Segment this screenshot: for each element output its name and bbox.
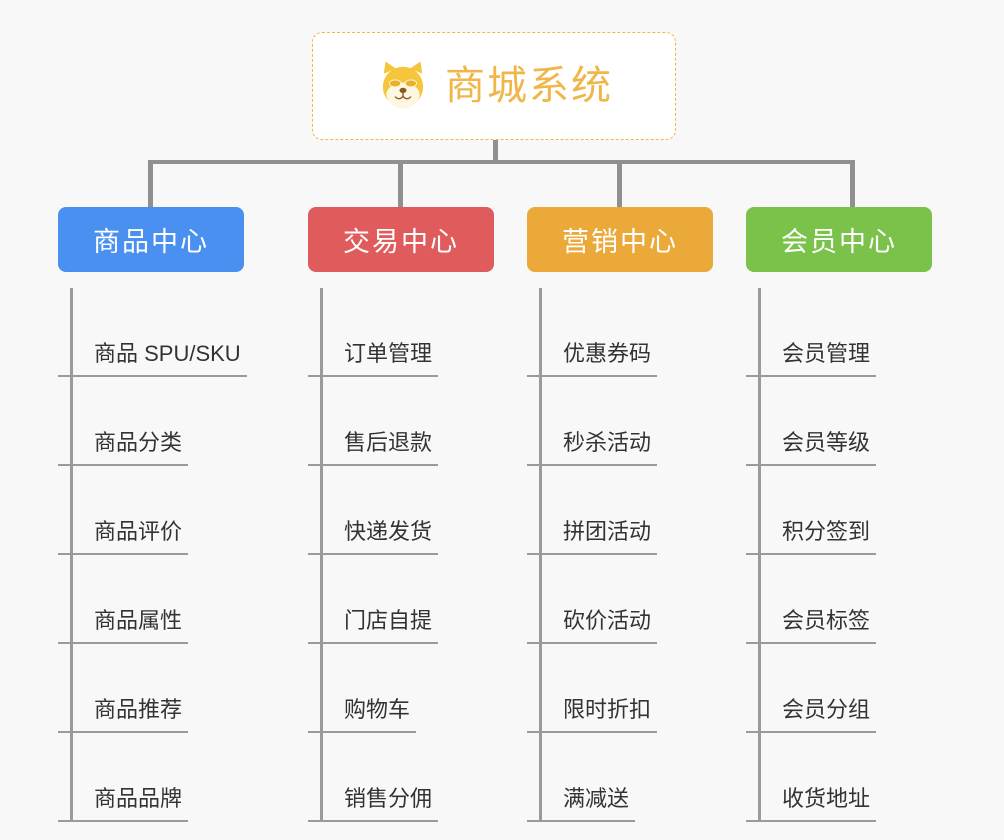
column-member-center: 会员中心 会员管理 会员等级 积分签到 会员标签 会员分组 收货地址 <box>746 207 932 822</box>
list-item-label: 砍价活动 <box>527 610 658 644</box>
column-items-trade-center: 订单管理 售后退款 快递发货 门店自提 购物车 销售分佣 <box>308 288 494 822</box>
list-item[interactable]: 订单管理 <box>308 288 494 377</box>
list-item-label: 售后退款 <box>308 432 439 466</box>
list-item-label: 商品推荐 <box>58 699 189 733</box>
list-item[interactable]: 门店自提 <box>308 555 494 644</box>
list-item-label: 商品分类 <box>58 432 189 466</box>
column-spine <box>320 288 323 822</box>
list-item-label: 会员等级 <box>746 432 877 466</box>
list-item-label: 优惠券码 <box>527 343 658 377</box>
list-item[interactable]: 限时折扣 <box>527 644 713 733</box>
list-item[interactable]: 会员标签 <box>746 555 932 644</box>
list-item[interactable]: 商品品牌 <box>58 733 244 822</box>
list-item-label: 会员标签 <box>746 610 877 644</box>
column-spine <box>70 288 73 822</box>
list-item[interactable]: 销售分佣 <box>308 733 494 822</box>
column-items-marketing-center: 优惠券码 秒杀活动 拼团活动 砍价活动 限时折扣 满减送 <box>527 288 713 822</box>
column-trade-center: 交易中心 订单管理 售后退款 快递发货 门店自提 购物车 销售分佣 <box>308 207 494 822</box>
column-spine <box>539 288 542 822</box>
column-product-center: 商品中心 商品 SPU/SKU 商品分类 商品评价 商品属性 商品推荐 商品品牌 <box>58 207 247 822</box>
column-items-product-center: 商品 SPU/SKU 商品分类 商品评价 商品属性 商品推荐 商品品牌 <box>58 288 247 822</box>
column-header-marketing-center[interactable]: 营销中心 <box>527 207 713 272</box>
connector-drop-2 <box>398 160 403 207</box>
list-item[interactable]: 会员管理 <box>746 288 932 377</box>
list-item-label: 商品品牌 <box>58 788 189 822</box>
list-item-label: 门店自提 <box>308 610 439 644</box>
list-item[interactable]: 收货地址 <box>746 733 932 822</box>
list-item-label: 满减送 <box>527 788 636 822</box>
list-item-label: 商品评价 <box>58 521 189 555</box>
list-item[interactable]: 砍价活动 <box>527 555 713 644</box>
column-header-member-center[interactable]: 会员中心 <box>746 207 932 272</box>
list-item[interactable]: 会员等级 <box>746 377 932 466</box>
connector-drop-1 <box>148 160 153 207</box>
list-item[interactable]: 售后退款 <box>308 377 494 466</box>
column-spine <box>758 288 761 822</box>
list-item[interactable]: 积分签到 <box>746 466 932 555</box>
list-item-label: 积分签到 <box>746 521 877 555</box>
connector-stem <box>493 140 498 164</box>
column-items-member-center: 会员管理 会员等级 积分签到 会员标签 会员分组 收货地址 <box>746 288 932 822</box>
list-item-label: 秒杀活动 <box>527 432 658 466</box>
root-node[interactable]: 商城系统 <box>312 32 676 140</box>
list-item[interactable]: 快递发货 <box>308 466 494 555</box>
list-item[interactable]: 商品属性 <box>58 555 244 644</box>
list-item[interactable]: 商品 SPU/SKU <box>58 288 247 377</box>
list-item[interactable]: 秒杀活动 <box>527 377 713 466</box>
connector-rail <box>148 160 854 164</box>
list-item-label: 快递发货 <box>308 521 439 555</box>
list-item-label: 商品属性 <box>58 610 189 644</box>
column-header-product-center[interactable]: 商品中心 <box>58 207 244 272</box>
connector-drop-4 <box>850 160 855 207</box>
list-item-label: 订单管理 <box>308 343 439 377</box>
list-item[interactable]: 优惠券码 <box>527 288 713 377</box>
list-item-label: 会员分组 <box>746 699 877 733</box>
list-item-label: 商品 SPU/SKU <box>58 343 247 377</box>
list-item[interactable]: 拼团活动 <box>527 466 713 555</box>
list-item-label: 收货地址 <box>746 788 877 822</box>
list-item-label: 拼团活动 <box>527 521 658 555</box>
list-item[interactable]: 会员分组 <box>746 644 932 733</box>
list-item[interactable]: 商品推荐 <box>58 644 244 733</box>
connector-drop-3 <box>617 160 622 207</box>
list-item-label: 购物车 <box>308 699 417 733</box>
list-item-label: 销售分佣 <box>308 788 439 822</box>
list-item[interactable]: 商品分类 <box>58 377 244 466</box>
column-marketing-center: 营销中心 优惠券码 秒杀活动 拼团活动 砍价活动 限时折扣 满减送 <box>527 207 713 822</box>
root-title: 商城系统 <box>445 64 613 108</box>
list-item-label: 会员管理 <box>746 343 877 377</box>
list-item[interactable]: 购物车 <box>308 644 494 733</box>
column-header-trade-center[interactable]: 交易中心 <box>308 207 494 272</box>
list-item-label: 限时折扣 <box>527 699 658 733</box>
shiba-dog-icon <box>382 61 424 109</box>
list-item[interactable]: 商品评价 <box>58 466 244 555</box>
list-item[interactable]: 满减送 <box>527 733 713 822</box>
